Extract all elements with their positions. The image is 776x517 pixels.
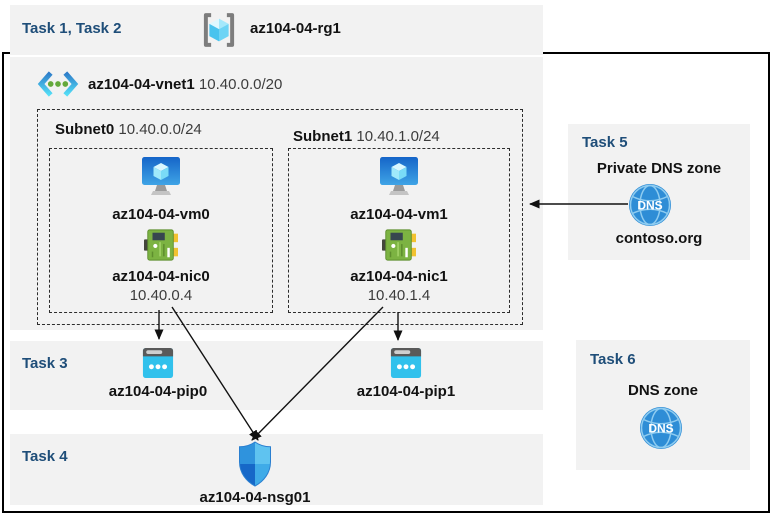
task6-label: Task 6 <box>590 351 636 368</box>
task5-label: Task 5 <box>582 134 628 151</box>
subnet0-content: az104-04-vm0 az104-04-nic0 10.40.0.4 <box>49 148 273 313</box>
nsg-group: az104-04-nsg01 <box>190 441 320 506</box>
nic0-name: az104-04-nic0 <box>112 268 210 285</box>
header-band: Task 1, Task 2 az104-04-rg1 <box>10 5 543 55</box>
private-dns-icon-text: DNS <box>637 199 662 213</box>
task4-band: Task 4 az104-04-nsg01 <box>10 434 543 506</box>
nic0-icon <box>144 229 178 261</box>
subnet0-name: Subnet0 <box>55 121 115 138</box>
private-dns-zone-name: contoso.org <box>615 230 703 247</box>
task3-label: Task 3 <box>22 355 68 372</box>
virtual-network-icon <box>37 71 79 97</box>
subnet1-dashed-box <box>288 148 510 313</box>
vm0-icon <box>142 157 180 195</box>
dns-zone-icon: DNS <box>640 407 682 449</box>
pip1-group: az104-04-pip1 <box>341 347 471 400</box>
task3-band: Task 3 az104-04-pip0 az104-04-pip1 <box>10 341 543 410</box>
nic0-ip: 10.40.0.4 <box>129 287 193 304</box>
nsg-shield-icon <box>239 441 271 487</box>
vnet-title: az104-04-vnet1 10.40.0.0/20 <box>88 76 282 93</box>
dns-zone-icon-text: DNS <box>648 422 673 436</box>
task4-label: Task 4 <box>22 448 68 465</box>
vnet-name: az104-04-vnet1 <box>88 76 195 93</box>
subnet1-content: az104-04-vm1 az104-04-nic1 10.40.1.4 <box>288 148 510 313</box>
vnet-region: az104-04-vnet1 10.40.0.0/20 Subnet0 10.4… <box>10 57 543 330</box>
nic1-icon <box>382 229 416 261</box>
pip0-name: az104-04-pip0 <box>108 383 208 400</box>
subnet0-dashed-box <box>49 148 273 313</box>
tasks-1-2-label: Task 1, Task 2 <box>22 20 122 37</box>
pip0-icon <box>142 347 174 379</box>
pip1-icon <box>390 347 422 379</box>
pip1-name: az104-04-pip1 <box>356 383 456 400</box>
nsg-name: az104-04-nsg01 <box>199 489 311 506</box>
subnet1-title: Subnet1 10.40.1.0/24 <box>293 128 440 145</box>
private-dns-zone-title: Private DNS zone <box>596 160 722 177</box>
subnet1-cidr: 10.40.1.0/24 <box>356 128 440 145</box>
nic1-ip: 10.40.1.4 <box>367 287 431 304</box>
pip0-group: az104-04-pip0 <box>93 347 223 400</box>
task6-box: Task 6 DNS zone DNS <box>576 340 750 470</box>
subnet0-cidr: 10.40.0.0/24 <box>118 121 202 138</box>
vm0-name: az104-04-vm0 <box>112 206 210 223</box>
subnet0-title: Subnet0 10.40.0.0/24 <box>55 121 202 138</box>
resource-group-name: az104-04-rg1 <box>250 20 341 37</box>
vm1-name: az104-04-vm1 <box>350 206 448 223</box>
resource-group-icon <box>203 13 235 47</box>
vnet-cidr: 10.40.0.0/20 <box>198 76 283 93</box>
vm1-icon <box>380 157 418 195</box>
subnet1-name: Subnet1 <box>293 128 353 145</box>
task5-box: Task 5 Private DNS zone DNS contoso.org <box>568 124 750 260</box>
private-dns-icon: DNS <box>629 184 671 226</box>
dns-zone-title: DNS zone <box>627 382 698 399</box>
nic1-name: az104-04-nic1 <box>350 268 448 285</box>
